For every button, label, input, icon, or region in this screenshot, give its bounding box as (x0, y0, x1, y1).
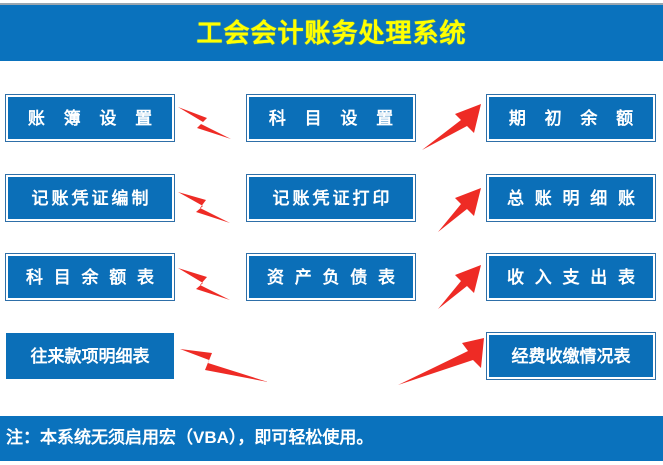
menu-button-receivables-payables-detail[interactable]: 往来款项明细表 (6, 333, 174, 379)
menu-button-label: 资 产 负 债 表 (267, 267, 398, 287)
bottom-divider (0, 462, 663, 465)
menu-button-label: 期 初 余 额 (508, 108, 641, 128)
app-title-bar: 工会会计账务处理系统 (0, 5, 663, 61)
menu-button-income-expense-sheet[interactable]: 收 入 支 出 表 (486, 253, 656, 301)
menu-button-label: 总 账 明 细 账 (507, 188, 638, 208)
menu-button-account-setup[interactable]: 科 目 设 置 (246, 94, 416, 142)
menu-button-label: 科 目 余 额 表 (26, 267, 157, 287)
menu-button-label: 记账凭证打印 (272, 188, 393, 208)
menu-button-label: 收 入 支 出 表 (507, 267, 638, 287)
menu-button-voucher-entry[interactable]: 记账凭证编制 (5, 174, 175, 222)
menu-button-fee-collection-status[interactable]: 经费收缴情况表 (486, 332, 656, 380)
menu-button-label: 往来款项明细表 (30, 346, 150, 366)
menu-button-label: 科 目 设 置 (268, 108, 401, 128)
menu-button-label: 经费收缴情况表 (511, 346, 631, 366)
menu-button-account-balance-sheet[interactable]: 科 目 余 额 表 (5, 253, 175, 301)
menu-button-general-ledger-detail[interactable]: 总 账 明 细 账 (486, 174, 656, 222)
footer-note-text: 注：本系统无须启用宏（VBA），即可轻松使用。 (6, 427, 374, 447)
menu-button-label: 账 簿 设 置 (27, 108, 160, 128)
menu-button-ledger-setup[interactable]: 账 簿 设 置 (5, 94, 175, 142)
menu-button-label: 记账凭证编制 (31, 188, 152, 208)
menu-button-voucher-print[interactable]: 记账凭证打印 (246, 174, 416, 222)
menu-button-opening-balance[interactable]: 期 初 余 额 (486, 94, 656, 142)
footer-note-bar: 注：本系统无须启用宏（VBA），即可轻松使用。 (0, 416, 663, 461)
page-title: 工会会计账务处理系统 (196, 18, 467, 48)
menu-grid: 账 簿 设 置 科 目 设 置 期 初 余 额 记账凭证编制 记账凭证打印 总 … (0, 61, 663, 411)
top-divider (0, 3, 663, 5)
menu-button-balance-sheet[interactable]: 资 产 负 债 表 (246, 253, 416, 301)
